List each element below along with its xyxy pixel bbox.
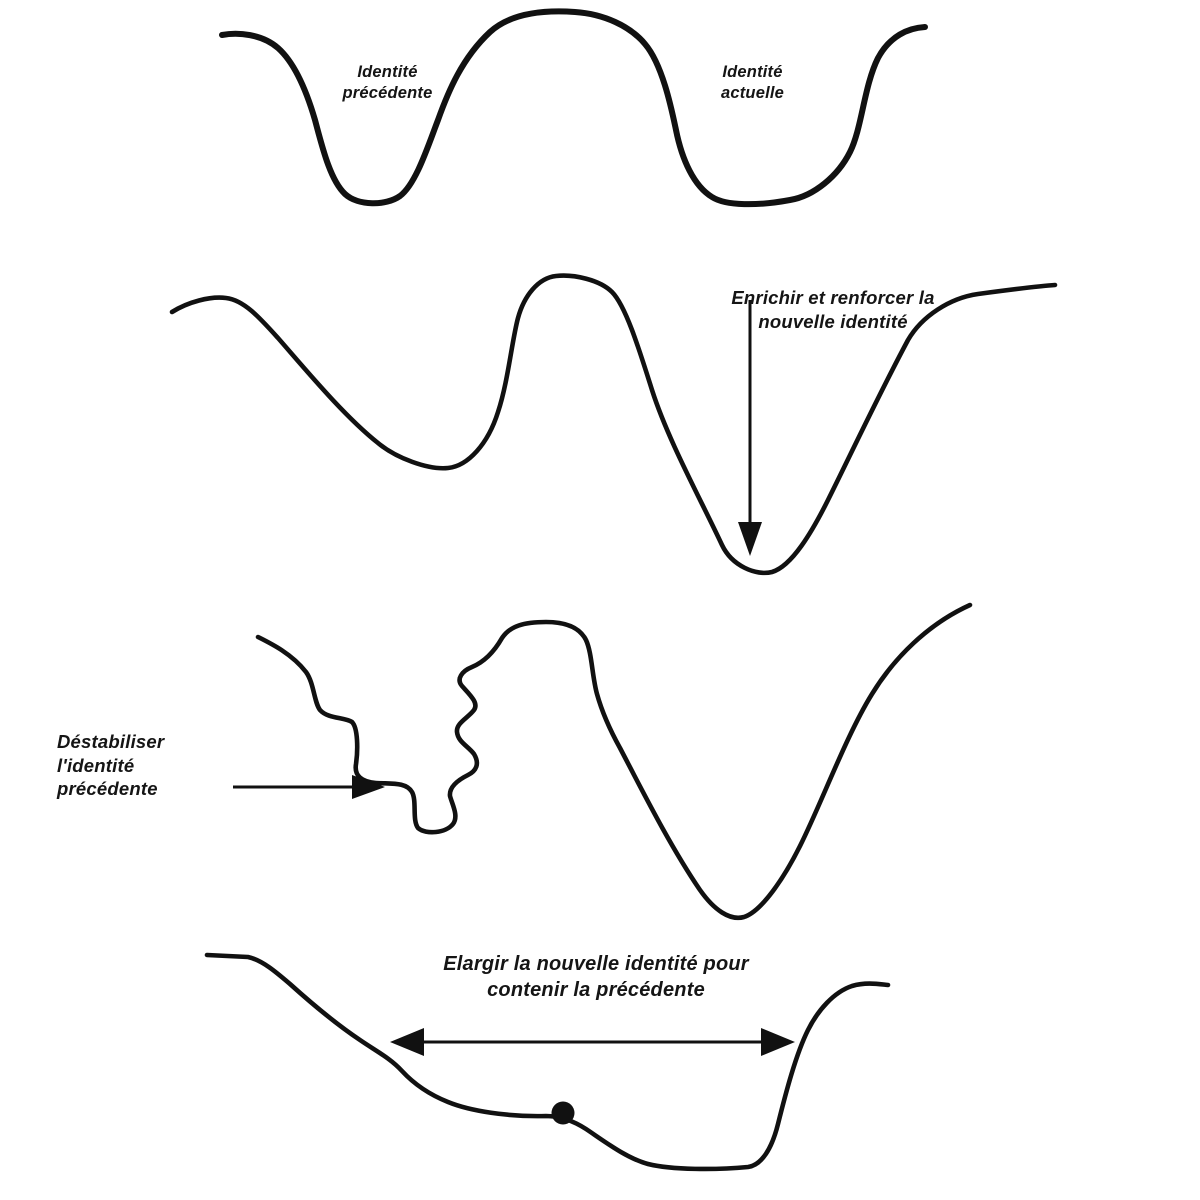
arrow-destabiliser-group <box>233 775 385 799</box>
panel-3-curve <box>255 602 973 921</box>
arrow-enrichir-head <box>738 522 762 556</box>
caption-enrichir-renforcer: Enrichir et renforcer la nouvelle identi… <box>731 287 935 332</box>
caption-identite-precedente: Identité précédente <box>342 63 433 103</box>
arrow-elargir-group <box>390 1028 795 1056</box>
panel-2-group <box>169 273 1058 576</box>
panel-1-curve <box>219 8 928 208</box>
panel-4-group <box>204 952 891 1172</box>
panel-2-curve <box>169 273 1058 576</box>
arrow-enrichir-group <box>738 300 762 556</box>
panel-4-curve <box>204 952 891 1172</box>
panel-3-group <box>233 602 973 921</box>
arrow-destabiliser-head <box>352 775 385 799</box>
arrow-elargir-head-left <box>390 1028 424 1056</box>
caption-destabiliser-identite-precedente: Déstabiliser l'identité précédente <box>57 731 165 800</box>
caption-elargir-nouvelle-identite: Elargir la nouvelle identité pour conten… <box>443 953 749 1001</box>
ball-marker-dot <box>551 1101 575 1125</box>
caption-identite-actuelle: Identité actuelle <box>720 63 785 103</box>
panel-1-group <box>219 8 928 208</box>
arrow-elargir-head-right <box>761 1028 795 1056</box>
